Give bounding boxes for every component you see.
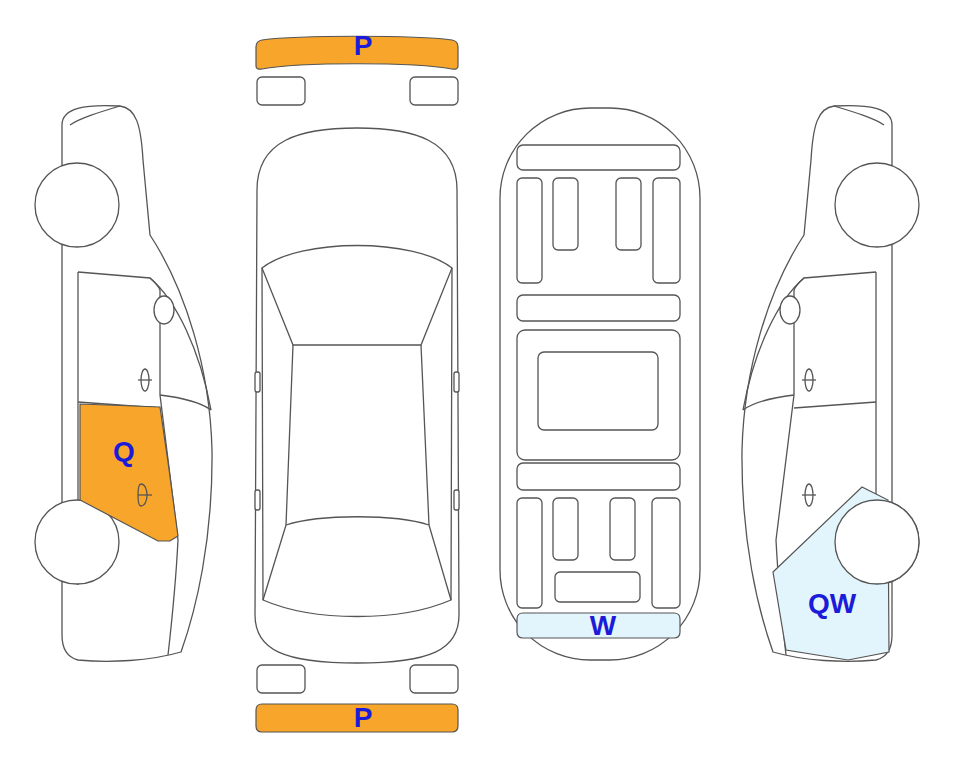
damaged-door: Q	[76, 400, 184, 546]
damaged-quarter-panel: QW	[768, 482, 924, 666]
damage-code: QW	[808, 590, 856, 618]
damaged-bumper: P	[254, 700, 460, 736]
region-fill	[256, 704, 458, 732]
door-handle	[138, 484, 147, 506]
underside-view	[500, 108, 700, 660]
damage-code: W	[590, 612, 616, 640]
damaged-bumper: P	[254, 36, 460, 74]
damage-code: P	[354, 704, 373, 732]
region-shape	[76, 400, 184, 546]
wheel	[835, 500, 919, 584]
damage-code: Q	[113, 438, 135, 466]
right-side-view	[742, 106, 919, 662]
left-side-view	[35, 106, 212, 662]
top-view	[255, 77, 459, 693]
damage-code: P	[354, 32, 373, 60]
region-fill	[80, 404, 178, 541]
region-shape	[768, 482, 924, 666]
damaged-underbody-strip: W	[514, 610, 683, 641]
door-handle	[138, 494, 152, 495]
